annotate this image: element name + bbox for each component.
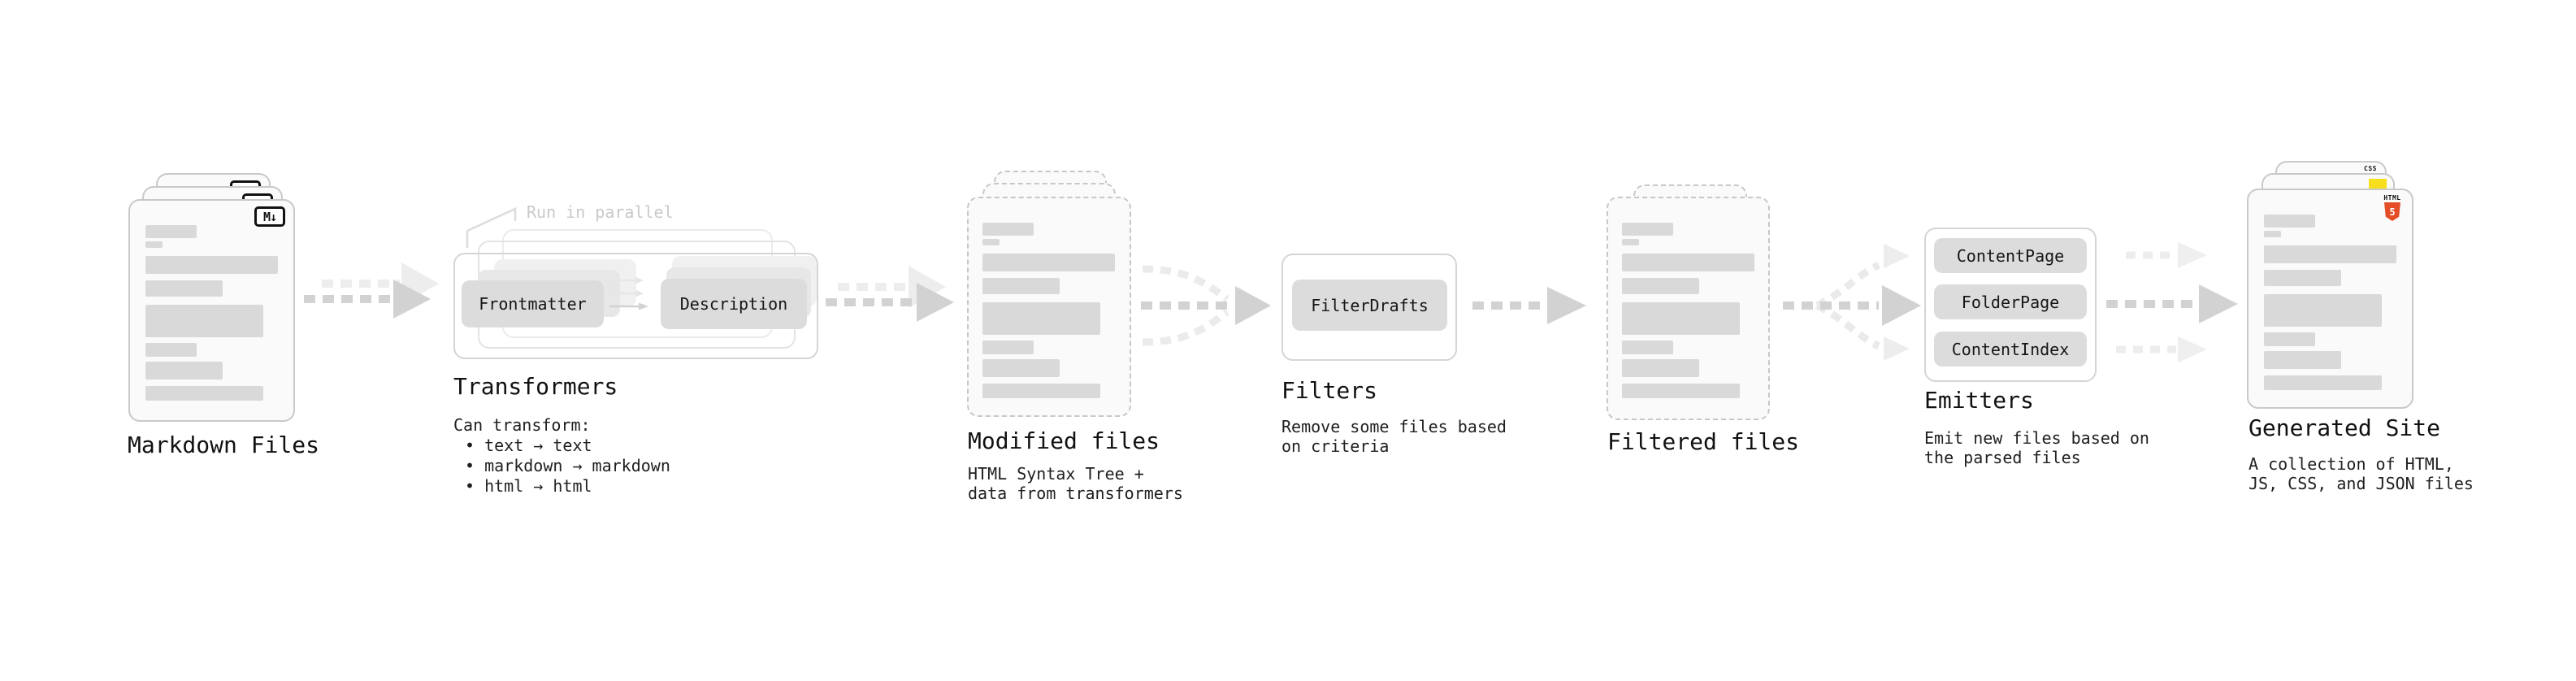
text-line-bar (1622, 384, 1740, 398)
text-line-bar (2264, 231, 2281, 237)
stage-label-emitters: Emitters (1924, 387, 2034, 414)
stage-label-filtered-files: Filtered files (1607, 428, 1800, 455)
text-line-bar (982, 254, 1115, 271)
desc-line: HTML Syntax Tree + (968, 464, 1144, 484)
desc-line: Emit new files based on (1924, 428, 2149, 448)
filters-description: Remove some files based on criteria (1281, 417, 1507, 456)
text-line-bar (145, 386, 263, 401)
transformer-run-box (453, 253, 818, 359)
desc-line: • html → html (465, 476, 592, 496)
js-icon (2369, 179, 2387, 189)
chip-filterdrafts: FilterDrafts (1292, 280, 1447, 331)
desc-line: Can transform: (453, 415, 591, 435)
text-line-bar (145, 256, 278, 274)
text-line-bar (145, 362, 223, 380)
text-line-bar (982, 223, 1034, 236)
chip-folderpage: FolderPage (1934, 284, 2087, 319)
emitters-description: Emit new files based on the parsed files (1924, 428, 2149, 467)
arrow-emitters-to-site-bottom (2116, 336, 2207, 362)
chip-flow-arrows (609, 276, 648, 310)
arrow-emitters-to-site-top (2126, 242, 2207, 268)
stage-label-modified-files: Modified files (968, 427, 1160, 454)
chip-contentpage: ContentPage (1934, 238, 2087, 273)
text-line-bar (2264, 245, 2396, 263)
file-card: HTML 5 (2247, 189, 2413, 409)
stage-label-markdown-files: Markdown Files (128, 432, 320, 458)
generated-site-description: A collection of HTML, JS, CSS, and JSON … (2249, 454, 2474, 493)
arrow-modified-to-filters-converge (1141, 265, 1271, 346)
html5-icon-label: HTML (2383, 194, 2401, 202)
text-line-bar (2264, 375, 2382, 390)
text-line-bar (982, 278, 1060, 294)
desc-line: A collection of HTML, (2249, 454, 2454, 474)
desc-line: JS, CSS, and JSON files (2249, 474, 2474, 493)
chip-contentindex: ContentIndex (1934, 332, 2087, 367)
text-line-bar (982, 239, 1000, 245)
text-line-bar (1622, 278, 1699, 294)
desc-line: on criteria (1281, 436, 1390, 456)
text-line-bar (145, 241, 163, 248)
text-line-bar (1622, 239, 1639, 245)
transformers-description: Can transform: • text → text • markdown … (453, 415, 670, 497)
arrow-transformers-to-modified (826, 266, 954, 322)
text-line-bar (1622, 359, 1699, 377)
file-card-dashed (967, 197, 1131, 417)
text-line-bar (982, 340, 1034, 354)
stage-label-transformers: Transformers (453, 373, 618, 400)
desc-line: data from transformers (968, 484, 1183, 503)
arrow-filters-to-filtered (1472, 287, 1586, 324)
text-line-bar (145, 305, 263, 337)
text-line-bar (1622, 254, 1754, 271)
html5-icon-shield: 5 (2384, 202, 2400, 221)
arrow-emitters-to-site-middle (2106, 284, 2238, 323)
text-line-bar (982, 302, 1100, 335)
file-card: M↓ (128, 199, 295, 422)
desc-line: • markdown → markdown (465, 456, 670, 475)
html5-icon: HTML 5 (2383, 194, 2402, 221)
text-line-bar (2264, 270, 2341, 286)
text-line-bar (1622, 340, 1673, 354)
stage-label-generated-site: Generated Site (2249, 414, 2441, 441)
text-line-bar (982, 384, 1100, 398)
text-line-bar (1622, 302, 1740, 335)
text-line-bar (145, 280, 223, 297)
modified-files-description: HTML Syntax Tree + data from transformer… (968, 464, 1183, 503)
desc-line: Remove some files based (1281, 417, 1507, 436)
arrow-filtered-to-emitters-diverge (1783, 244, 1921, 361)
text-line-bar (2264, 332, 2315, 346)
arrow-markdown-to-transformers (304, 262, 439, 319)
text-line-bar (982, 359, 1060, 377)
text-line-bar (1622, 223, 1673, 236)
file-card-dashed (1607, 197, 1770, 420)
desc-line: the parsed files (1924, 448, 2081, 467)
desc-line: • text → text (465, 436, 592, 455)
text-line-bar (2264, 294, 2382, 327)
run-in-parallel-note: Run in parallel (527, 202, 674, 222)
chip-frontmatter: Frontmatter (462, 280, 604, 327)
annotation-callout-line (466, 207, 517, 248)
text-line-bar (2264, 351, 2341, 369)
css-icon-label: CSS (2364, 165, 2377, 172)
text-line-bar (2264, 215, 2315, 228)
text-line-bar (145, 225, 197, 238)
markdown-icon: M↓ (254, 206, 285, 227)
chip-description: Description (661, 279, 807, 329)
stage-label-filters: Filters (1281, 377, 1378, 404)
text-line-bar (145, 343, 197, 357)
